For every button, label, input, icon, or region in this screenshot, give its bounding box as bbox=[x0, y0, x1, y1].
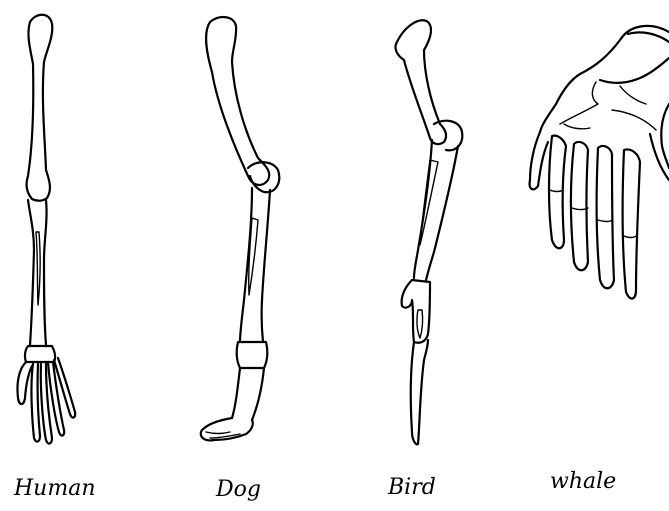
whale-flipper-outline bbox=[540, 26, 669, 132]
human-finger-1 bbox=[31, 364, 40, 442]
human-limb bbox=[17, 15, 75, 444]
label-whale: whale bbox=[550, 469, 616, 494]
whale-radius-ulna-sutures bbox=[560, 82, 656, 130]
whale-flipper-right-edge bbox=[661, 104, 669, 168]
dog-limb bbox=[201, 17, 279, 440]
dog-metacarpals bbox=[232, 368, 264, 420]
bird-humerus bbox=[395, 20, 446, 144]
dog-humerus bbox=[206, 17, 269, 185]
whale-limb bbox=[530, 26, 669, 299]
human-interosseous bbox=[36, 232, 40, 305]
bird-digit bbox=[411, 340, 428, 444]
human-radius bbox=[28, 200, 34, 345]
dog-carpals bbox=[237, 342, 268, 368]
label-human: Human bbox=[13, 476, 96, 501]
bird-limb bbox=[395, 20, 462, 444]
whale-humerus bbox=[600, 32, 669, 82]
bird-interosseous bbox=[420, 160, 438, 245]
whale-digit-1 bbox=[530, 132, 548, 189]
label-dog: Dog bbox=[215, 477, 261, 502]
whale-digit-5 bbox=[623, 150, 640, 299]
label-bird: Bird bbox=[387, 475, 436, 500]
whale-digit-3 bbox=[571, 142, 588, 270]
human-thumb bbox=[17, 362, 32, 404]
human-humerus bbox=[27, 15, 53, 201]
human-wrist bbox=[25, 346, 55, 362]
bird-carpus bbox=[402, 280, 430, 343]
whale-digit-4 bbox=[597, 146, 614, 288]
dog-ulna bbox=[262, 190, 270, 342]
dog-radius bbox=[240, 188, 252, 342]
human-ulna bbox=[44, 200, 47, 345]
bird-metacarpal-gap bbox=[417, 310, 423, 338]
